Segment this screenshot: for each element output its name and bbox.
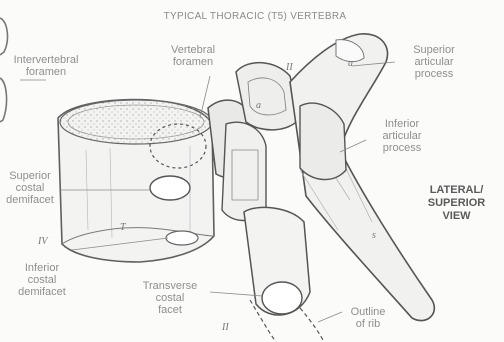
label-line: articular [392, 56, 476, 68]
label-line: Superior [0, 170, 60, 182]
mark-roman-iv: IV [38, 236, 47, 247]
label-line: Inferior [360, 118, 444, 130]
superior-costal-demifacet [150, 176, 190, 200]
mark-roman-ii-bottom: II [222, 322, 229, 333]
label-inferior-articular-process: Inferior articular process [360, 118, 444, 154]
label-line: Superior [392, 44, 476, 56]
adjacent-vertebra-fragment-top [0, 18, 7, 55]
view-label: LATERAL/ SUPERIOR VIEW [409, 184, 504, 223]
mark-body-t: T [120, 222, 126, 233]
label-line: demifacet [0, 194, 60, 206]
label-line: Transverse [128, 280, 212, 292]
mark-pedicle-a: a [256, 100, 261, 111]
label-inferior-costal-demifacet: Inferior costal demifacet [2, 262, 82, 298]
label-line: of rib [338, 318, 398, 330]
label-line: costal [0, 182, 60, 194]
label-line: Vertebral [154, 44, 232, 56]
label-intervertebral-foramen: Intervertebral foramen [2, 54, 90, 78]
view-label-line: VIEW [409, 210, 504, 223]
inferior-costal-demifacet [166, 231, 198, 245]
label-line: process [392, 68, 476, 80]
label-line: Inferior [2, 262, 82, 274]
label-line: Outline [338, 306, 398, 318]
mark-upper-a: a [348, 58, 353, 69]
view-label-line: LATERAL/ [409, 184, 504, 197]
label-line: facet [128, 304, 212, 316]
label-outline-of-rib: Outline of rib [338, 306, 398, 330]
diagram-title: TYPICAL THORACIC (T5) VERTEBRA [95, 11, 415, 22]
label-vertebral-foramen: Vertebral foramen [154, 44, 232, 68]
label-superior-costal-demifacet: Superior costal demifacet [0, 170, 60, 206]
mark-spinous-s: s [372, 230, 376, 241]
label-line: foramen [2, 66, 90, 78]
view-label-line: SUPERIOR [409, 197, 504, 210]
mark-roman-ii-top: II [286, 62, 293, 73]
label-line: foramen [154, 56, 232, 68]
label-transverse-costal-facet: Transverse costal facet [128, 280, 212, 316]
label-line: Intervertebral [2, 54, 90, 66]
label-line: costal [128, 292, 212, 304]
lamina [222, 122, 266, 220]
adjacent-vertebra-fragment-bottom [0, 78, 7, 122]
label-line: articular [360, 130, 444, 142]
label-superior-articular-process: Superior articular process [392, 44, 476, 80]
label-line: demifacet [2, 286, 82, 298]
label-line: process [360, 142, 444, 154]
label-line: costal [2, 274, 82, 286]
transverse-costal-facet [262, 282, 302, 314]
